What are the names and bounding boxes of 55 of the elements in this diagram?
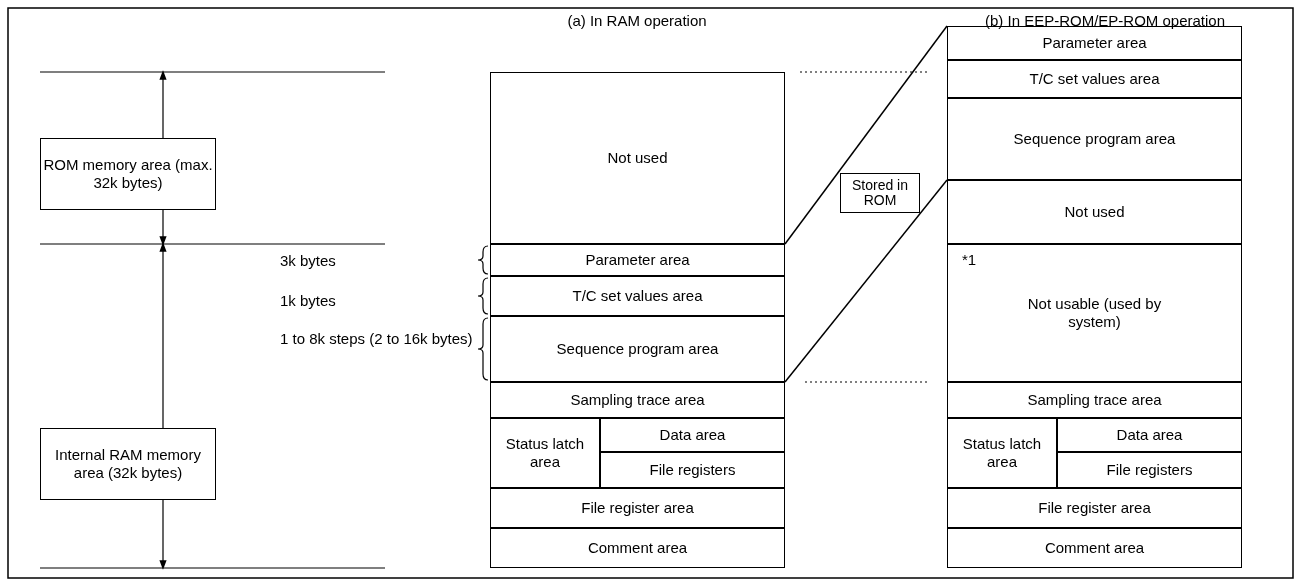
connector-line — [784, 25, 948, 245]
memory-block — [600, 452, 785, 488]
note-box — [840, 173, 920, 213]
block-label: Status latch area — [961, 435, 1043, 471]
block-label: Sampling trace area — [1027, 391, 1162, 409]
column-heading: (b) In EEP-ROM/EP-ROM operation — [984, 12, 1226, 30]
size-label: 1k bytes — [280, 292, 336, 310]
memory-block — [490, 488, 785, 528]
memory-area-box — [40, 138, 216, 210]
memory-block — [490, 276, 785, 316]
connector-line — [784, 179, 948, 383]
memory-block — [490, 528, 785, 568]
block-label: Sequence program area — [556, 340, 719, 358]
memory-block — [490, 72, 785, 244]
memory-block — [600, 418, 785, 452]
memory-block — [947, 418, 1057, 488]
block-label: File registers — [1106, 461, 1193, 479]
block-label: Sequence program area — [1013, 130, 1176, 148]
memory-block — [947, 98, 1242, 180]
memory-block — [1057, 418, 1242, 452]
memory-block — [947, 528, 1242, 568]
column-heading: (a) In RAM operation — [567, 12, 707, 30]
block-label: Stored in ROM — [850, 177, 909, 209]
block-label: Internal RAM memory area (32k bytes) — [54, 446, 202, 482]
block-label: File registers — [649, 461, 736, 479]
memory-block — [490, 418, 600, 488]
memory-block — [490, 244, 785, 276]
size-label: 3k bytes — [280, 252, 336, 270]
footnote-mark: *1 — [962, 251, 977, 269]
memory-block — [947, 180, 1242, 244]
block-label: Parameter area — [585, 251, 690, 269]
memory-area-box — [40, 428, 216, 500]
memory-block — [947, 60, 1242, 98]
block-label: File register area — [1038, 499, 1151, 517]
block-label: Data area — [1116, 426, 1183, 444]
block-label: Not used — [1064, 203, 1125, 221]
block-label: T/C set values area — [572, 287, 703, 305]
block-label: Data area — [659, 426, 726, 444]
block-label: T/C set values area — [1029, 70, 1160, 88]
memory-block — [947, 488, 1242, 528]
block-label: Not usable (used by system) — [1026, 295, 1163, 331]
memory-block — [490, 382, 785, 418]
block-label: ROM memory area (max. 32k bytes) — [42, 156, 214, 192]
block-label: Sampling trace area — [570, 391, 705, 409]
block-label: File register area — [581, 499, 694, 517]
memory-block — [490, 316, 785, 382]
size-label: 1 to 8k steps (2 to 16k bytes) — [280, 330, 474, 348]
memory-block — [947, 382, 1242, 418]
memory-block — [947, 244, 1242, 382]
memory-block — [1057, 452, 1242, 488]
block-label: Status latch area — [504, 435, 586, 471]
block-label: Comment area — [587, 539, 688, 557]
block-label: Not used — [607, 149, 668, 167]
block-label: Parameter area — [1042, 34, 1147, 52]
block-label: Comment area — [1044, 539, 1145, 557]
